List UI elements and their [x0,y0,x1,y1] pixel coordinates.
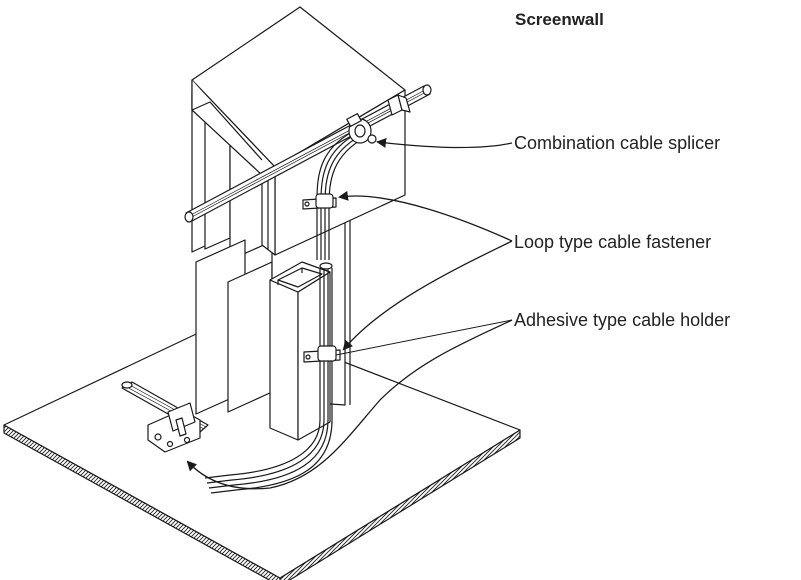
label-loop-cable-fastener: Loop type cable fastener [514,232,712,252]
label-combination-cable-splicer: Combination cable splicer [514,133,721,153]
callout-lines [186,137,513,490]
upper-run-clamp [387,94,411,116]
loop-cable-fastener-lower [303,345,341,363]
cabinet-box [191,6,406,256]
diagram-title: Screenwall [515,10,604,29]
combination-cable-splicer [346,113,377,144]
loop-cable-fastener-upper [302,193,337,210]
vertical-cable-bundle [204,131,365,494]
adhesive-cable-holder [147,402,201,453]
upper-cable-run [184,84,432,223]
label-adhesive-cable-holder: Adhesive type cable holder [514,310,731,330]
